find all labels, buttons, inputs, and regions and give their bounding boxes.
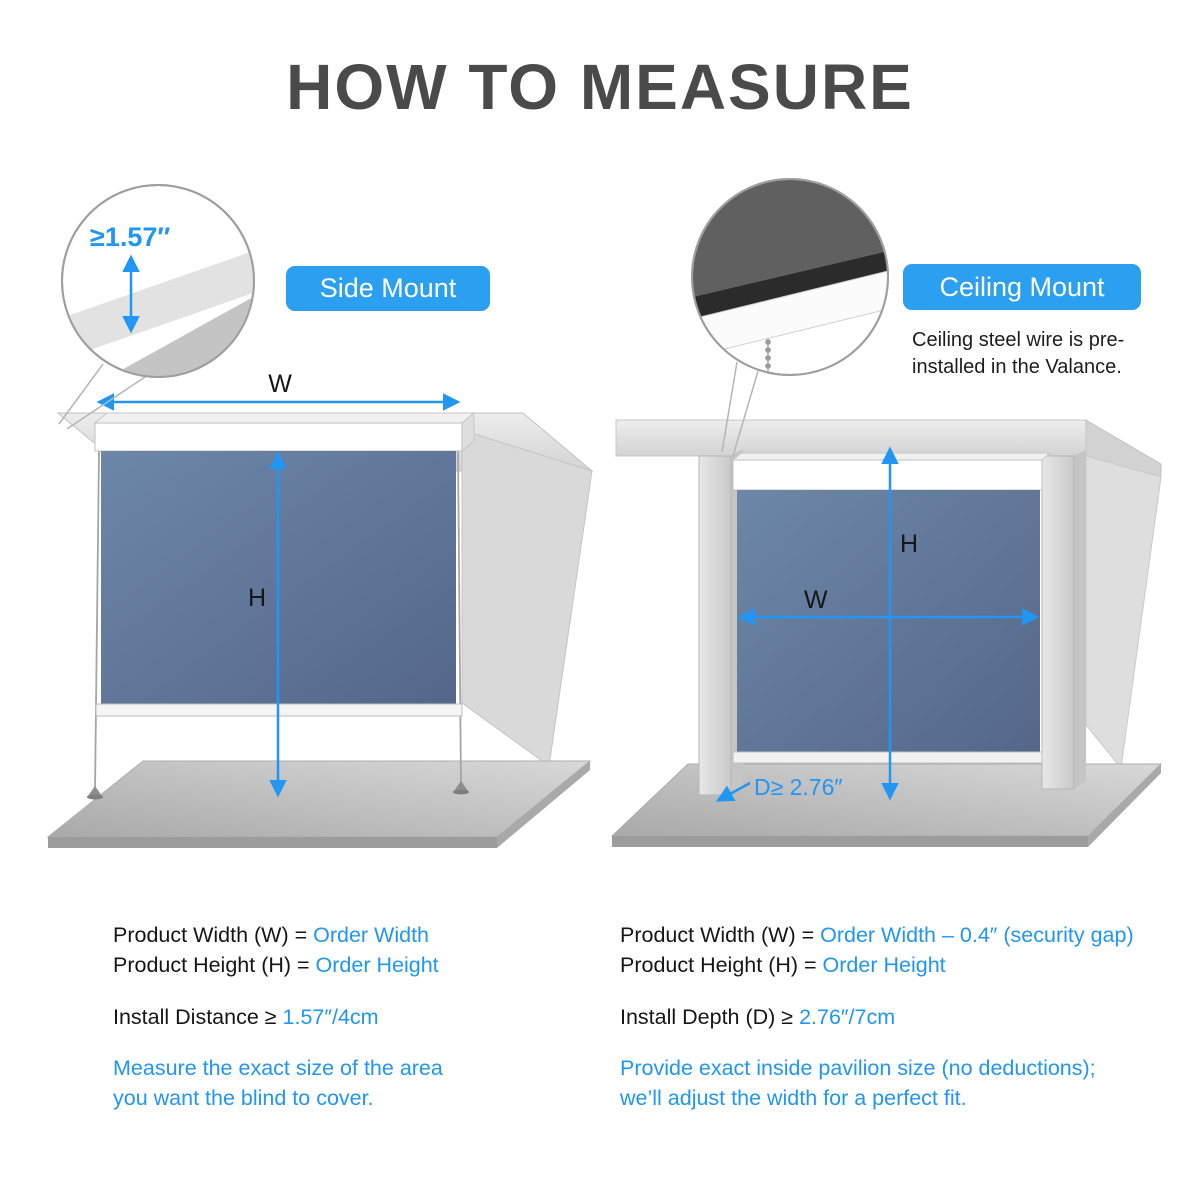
inset-detail — [63, 248, 253, 376]
ceiling-slab — [56, 412, 594, 472]
floor-side-edge — [1088, 764, 1161, 847]
floor-side-edge — [497, 761, 590, 848]
leader-line — [58, 363, 104, 425]
bracket-wedge — [100, 292, 253, 376]
inset-detail — [693, 180, 887, 373]
left-post — [698, 455, 732, 796]
height-label-right: H — [900, 530, 919, 558]
left-anchor-base — [87, 794, 103, 800]
ceiling-mount-specs: Product Width (W) = Order Width – 0.4″ (… — [620, 920, 1134, 1113]
spec-height: Product Height (H) = Order Height — [620, 953, 946, 977]
caption-line-1: Ceiling steel wire is pre- — [912, 329, 1125, 351]
valance-top — [93, 412, 476, 424]
bottom-rail — [95, 703, 463, 717]
right-floor-anchor — [454, 781, 468, 791]
right-cable — [457, 450, 462, 787]
left-post-side — [731, 449, 743, 795]
leader-line — [732, 370, 759, 457]
inset-circle-outline — [61, 184, 255, 378]
ceiling-wire-inset — [691, 178, 889, 457]
spec-install-depth: Install Depth (D) ≥ 2.76″/7cm — [620, 1005, 896, 1029]
caption-line-2: installed in the Valance. — [912, 356, 1122, 378]
valance-front — [94, 422, 463, 452]
ceiling-edge-band — [63, 248, 253, 364]
side-mount-scene — [46, 393, 594, 848]
right-post — [1041, 455, 1075, 790]
floor-front-edge — [48, 837, 497, 848]
spec-width: Product Width (W) = Order Width – 0.4″ (… — [620, 923, 1134, 947]
spec-install-distance: Install Distance ≥ 1.57″/4cm — [113, 1005, 379, 1029]
left-cable — [94, 450, 100, 793]
ceiling-front — [615, 419, 1087, 457]
side-mount-specs: Product Width (W) = Order Width Product … — [113, 920, 443, 1113]
wire-bead — [765, 347, 771, 353]
valance-side — [461, 411, 475, 453]
side-mount-badge: Side Mount — [286, 266, 490, 311]
inset-circle-outline — [691, 178, 889, 376]
valance-front — [732, 459, 1043, 491]
leader-line — [66, 372, 152, 430]
right-wall — [1085, 455, 1162, 770]
width-label-right: W — [804, 586, 828, 614]
wire-bead — [765, 363, 771, 369]
blind-fabric — [737, 490, 1040, 755]
inset-circle — [691, 178, 889, 376]
page-title: HOW TO MEASURE — [286, 51, 914, 123]
ceiling-wire-caption: Ceiling steel wire is pre- installed in … — [912, 327, 1124, 381]
ceiling-mount-scene — [610, 419, 1163, 847]
dark-ceiling — [693, 180, 887, 298]
depth-label: D≥ 2.76″ — [754, 774, 843, 800]
valance-top — [731, 452, 1052, 461]
inset-circle — [61, 184, 255, 378]
width-label-left: W — [268, 370, 292, 398]
bottom-rail — [732, 751, 1043, 764]
right-post-side — [1074, 450, 1086, 789]
ceiling-mount-note: Provide exact inside pavilion size (no d… — [620, 1056, 1096, 1110]
floor-top — [610, 763, 1163, 837]
blind-fabric — [101, 451, 456, 704]
valance-closeup — [693, 269, 887, 359]
right-anchor-base — [453, 789, 469, 795]
floor-top — [46, 760, 592, 838]
leader-line — [721, 361, 738, 453]
floor-front-edge — [612, 836, 1088, 847]
spec-width: Product Width (W) = Order Width — [113, 923, 430, 947]
left-floor-anchor — [88, 786, 102, 796]
wire-bead — [765, 339, 771, 345]
depth-arrow — [715, 781, 751, 802]
side-clearance-value: ≥1.57″ — [90, 222, 171, 252]
spec-height: Product Height (H) = Order Height — [113, 953, 439, 977]
ceiling-mount-badge: Ceiling Mount — [903, 264, 1141, 310]
height-label-left: H — [248, 584, 267, 612]
right-wall — [461, 429, 593, 767]
ceiling-slant — [1085, 419, 1162, 478]
ceiling-shadow-band — [693, 250, 887, 320]
wire-bead — [765, 355, 771, 361]
